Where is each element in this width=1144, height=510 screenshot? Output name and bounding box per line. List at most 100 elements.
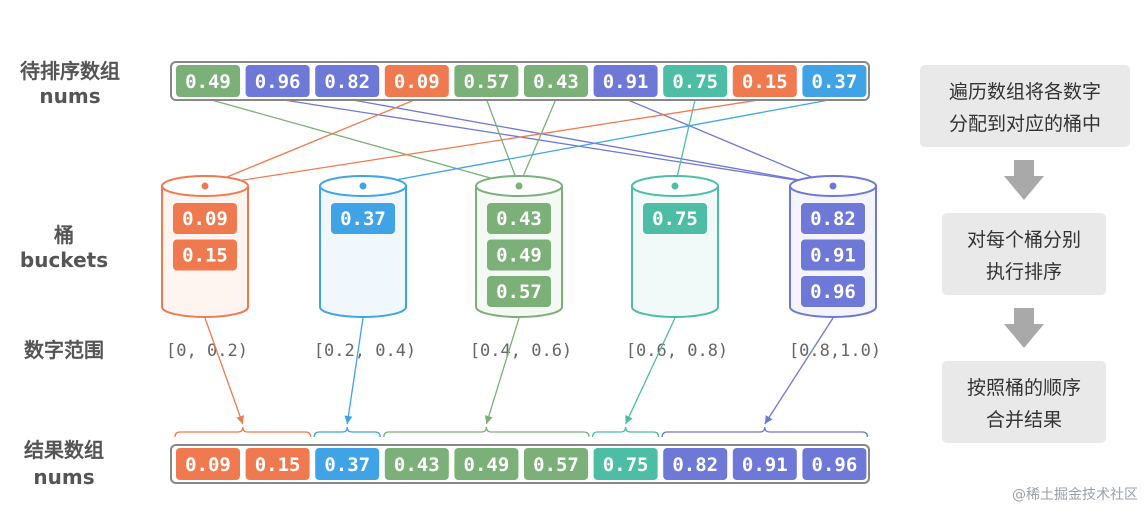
step-text-line2: 分配到对应的桶中 [949,113,1101,135]
bucket-cell [801,203,865,234]
group-brace [591,426,660,438]
result-cell: 0.57 [524,448,588,480]
result-cell: 0.82 [663,448,728,480]
mapping-line [204,98,765,187]
bucket-range: [0.2, 0.4) [314,341,416,361]
input-cell: 0.82 [315,65,380,97]
bucket: 0.75 [0.6, 0.8) [626,175,728,361]
range-label: 数字范围 [24,338,104,362]
mapping-lines [204,98,835,187]
result-cell: 0.49 [454,448,519,480]
result-cell: 0.15 [245,448,310,480]
bucket-cell-value: 0.09 [182,208,228,230]
merge-arrowhead [344,415,353,424]
merge-arrowhead [236,415,244,424]
bucket-cell-value: 0.91 [810,245,856,267]
bucket-range: [0.4, 0.6) [470,341,572,361]
result-cell: 0.96 [802,448,867,480]
bucket-cell-value: 0.43 [496,208,542,230]
merge-arrow [204,317,244,425]
input-cell: 0.49 [176,65,240,97]
bucket-cell-value: 0.15 [182,245,228,267]
bucket: 0.090.15[0, 0.2) [161,175,249,361]
result-cell: 0.09 [176,448,240,480]
input-cell-value: 0.96 [255,71,301,93]
bucket-entry-dot [515,182,523,190]
input-cell-value: 0.82 [324,71,370,93]
input-cell: 0.09 [384,65,449,97]
merge-arrow [764,317,834,425]
input-cell-value: 0.15 [742,71,788,93]
mapping-line [625,98,834,187]
bucket: 0.820.910.96[0.8,1.0) [789,175,881,361]
bucket: 0.37 [0.2, 0.4) [314,175,416,361]
mapping-line [204,98,418,187]
bucket-label-buckets: buckets [20,248,108,272]
input-label-nums: nums [39,84,100,108]
step-text-line1: 按照桶的顺序 [967,377,1081,399]
mapping-line [674,98,696,187]
result-cell: 0.37 [315,448,380,480]
input-cell: 0.75 [663,65,728,97]
merge-arrow [625,317,676,425]
bucket-entry-dot [671,182,679,190]
bucket-range: [0.6, 0.8) [626,341,728,361]
bucket-cell [801,276,865,307]
mapping-line [277,98,834,187]
merge-arrowhead [484,415,493,424]
merge-arrow [346,317,364,425]
bucket-entry-dot [359,182,367,190]
bucket-cell-value: 0.37 [340,208,386,230]
bucket-cell [801,239,865,271]
step-text-line1: 遍历数组将各数字 [949,81,1101,103]
result-cell: 0.75 [593,448,658,480]
step-text-line1: 对每个桶分别 [967,229,1081,251]
input-cell-value: 0.75 [672,71,718,93]
input-cell: 0.43 [524,65,588,97]
bucket-cell [487,203,551,234]
input-cell: 0.57 [454,65,519,97]
result-cell-value: 0.75 [603,454,649,476]
input-label: 待排序数组 [20,59,120,83]
bucket-cell [173,239,237,271]
mapping-line [207,98,520,187]
merge-arrowhead [764,415,773,424]
bucket-cell-value: 0.75 [652,208,698,230]
step-text-line2: 合并结果 [986,409,1062,431]
input-cell-value: 0.91 [603,71,649,93]
result-cell-value: 0.37 [324,454,370,476]
buckets: 0.090.15[0, 0.2)0.37[0.2, 0.4)0.430.490.… [161,175,881,361]
result-cell: 0.43 [384,448,449,480]
mapping-line [518,98,557,187]
bucket-cell [487,239,551,271]
result-cell-value: 0.49 [464,454,510,476]
bucket-cell-value: 0.49 [496,245,542,267]
down-arrow-icon [1004,308,1044,348]
result-cell: 0.91 [732,448,797,480]
bucket-cell-value: 0.57 [496,281,542,303]
input-cell: 0.37 [802,65,867,97]
input-cell: 0.91 [593,65,658,97]
bucket-cell-value: 0.82 [810,208,856,230]
input-cell-value: 0.37 [812,71,858,93]
result-cell-value: 0.57 [533,454,579,476]
merge-arrow [485,317,520,425]
bucket-entry-dot [201,182,209,190]
bucket-entry-dot [829,182,837,190]
bucket-range: [0.8,1.0) [789,341,881,361]
input-cell-value: 0.09 [394,71,440,93]
input-array: 0.49 0.96 0.82 0.09 0.57 0.43 0.91 0.75 0.15 0.37 [170,61,870,101]
mapping-line [347,98,834,187]
group-brace [661,426,869,438]
result-label-nums: nums [33,465,94,489]
bucket-cell [331,203,395,234]
bucket-label: 桶 [54,223,74,247]
group-brace [313,426,381,438]
result-cell-value: 0.82 [672,454,718,476]
bucket: 0.43 0.49 0.57 [0.4, 0.6) [470,175,572,361]
input-cell-value: 0.57 [464,71,510,93]
bucket-cell [643,203,707,234]
